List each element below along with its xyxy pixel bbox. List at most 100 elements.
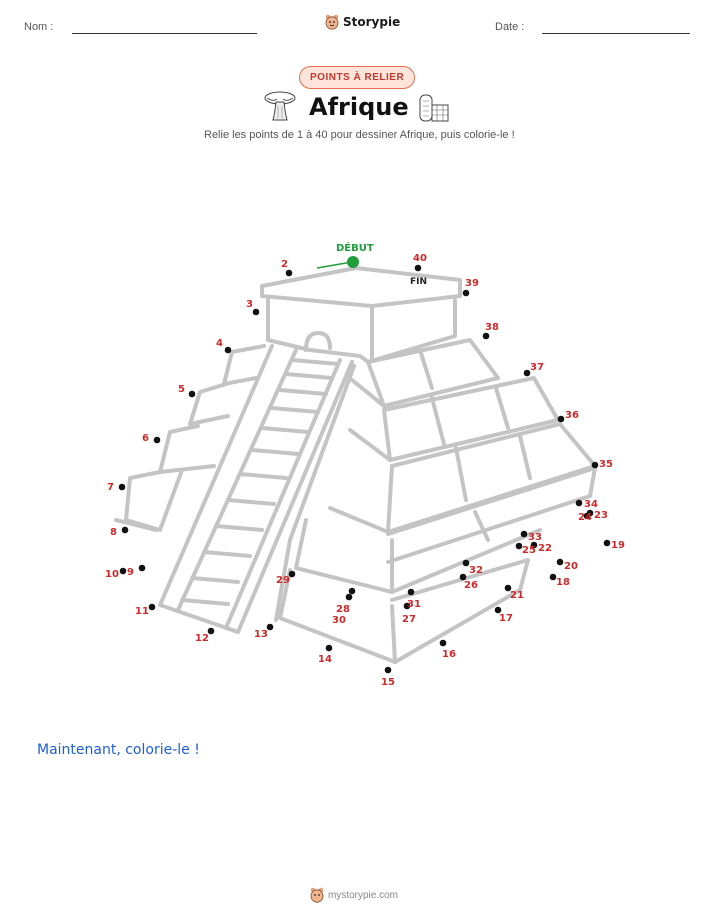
dot-14: 14: [318, 644, 333, 665]
dot-13-point[interactable]: [266, 623, 274, 631]
dot-13-label: 13: [254, 629, 268, 640]
dot-4: 4: [216, 338, 232, 354]
dot-30-point[interactable]: [348, 587, 356, 595]
dot-35-point[interactable]: [591, 461, 599, 469]
dot-36-point[interactable]: [557, 415, 565, 423]
dot-29: 29: [276, 570, 296, 586]
dot-17: 17: [494, 606, 513, 624]
dot-22: 22: [530, 541, 552, 554]
dot-33-point[interactable]: [520, 530, 528, 538]
dot-32: 32: [462, 559, 483, 576]
page-title: Afrique: [309, 93, 409, 121]
dot-36: 36: [557, 410, 579, 423]
dot-33-label: 33: [528, 532, 542, 543]
name-line[interactable]: [72, 33, 257, 34]
date-line[interactable]: [542, 33, 690, 34]
dot-27-point[interactable]: [403, 602, 411, 610]
dot-11: 11: [135, 603, 156, 617]
storypie-mascot-icon: [310, 887, 324, 903]
color-prompt: Maintenant, colorie-le !: [37, 742, 200, 758]
dot-21-point[interactable]: [504, 584, 512, 592]
pyramid-outline: [114, 266, 597, 664]
dot-24-label: 24: [578, 512, 592, 523]
dot-21-label: 21: [510, 590, 524, 601]
dot-28-point[interactable]: [345, 593, 353, 601]
dot-6-label: 6: [142, 433, 149, 444]
brand-name: Storypie: [343, 15, 401, 29]
dot-3-point[interactable]: [252, 308, 260, 316]
dot-22-point[interactable]: [530, 541, 538, 549]
dot-15-point[interactable]: [384, 666, 392, 674]
baobab-tree-icon: [264, 91, 296, 121]
dot-14-point[interactable]: [325, 644, 333, 652]
dot-17-point[interactable]: [494, 606, 502, 614]
dot-11-label: 11: [135, 606, 149, 617]
dot-9-point[interactable]: [138, 564, 146, 572]
dot-27: 27: [402, 602, 416, 625]
dot-3: 3: [246, 299, 260, 316]
dot-15: 15: [381, 666, 395, 688]
dot-29-point[interactable]: [288, 570, 296, 578]
dot-35: 35: [591, 459, 613, 470]
dot-29-label: 29: [276, 575, 290, 586]
dot-37-point[interactable]: [523, 369, 531, 377]
dot-38-label: 38: [485, 322, 499, 333]
dot-11-point[interactable]: [148, 603, 156, 611]
dot-2-label: 2: [281, 259, 288, 270]
start-line: [316, 261, 353, 269]
dot-20-point[interactable]: [556, 558, 564, 566]
dot-12-label: 12: [195, 633, 209, 644]
dot-21: 21: [504, 584, 524, 601]
storypie-mascot-icon: [325, 14, 339, 30]
dot-27-label: 27: [402, 614, 416, 625]
dot-22-label: 22: [538, 543, 552, 554]
dot-18-point[interactable]: [549, 573, 557, 581]
dot-37: 37: [523, 362, 544, 377]
dot-19-point[interactable]: [603, 539, 611, 547]
dot-37-label: 37: [530, 362, 544, 373]
dot-32-point[interactable]: [462, 559, 470, 567]
dot-8-point[interactable]: [121, 526, 129, 534]
dot-34-point[interactable]: [575, 499, 583, 507]
dot-33: 33: [520, 530, 542, 543]
footer: mystorypie.com: [310, 887, 398, 903]
dot-26-point[interactable]: [459, 573, 467, 581]
footer-url[interactable]: mystorypie.com: [328, 889, 399, 901]
dot-5-point[interactable]: [188, 390, 196, 398]
dot-31-point[interactable]: [407, 588, 415, 596]
dot-10-point[interactable]: [119, 567, 127, 575]
end-label: FIN: [410, 277, 427, 287]
dot-24-point[interactable]: [583, 512, 591, 520]
dot-7-label: 7: [107, 482, 114, 493]
dot-25: 25: [515, 542, 536, 556]
dot-3-label: 3: [246, 299, 253, 310]
dot-40-point[interactable]: [414, 264, 422, 272]
dot-9: 9: [127, 564, 146, 578]
dot-26-label: 26: [464, 580, 478, 591]
dot-31: 31: [407, 588, 421, 610]
dot-2-point[interactable]: [285, 269, 293, 277]
dot-24: 24: [578, 512, 592, 523]
dot-7-point[interactable]: [118, 483, 126, 491]
dot-5-label: 5: [178, 384, 185, 395]
dot-15-label: 15: [381, 677, 395, 688]
dot-16-point[interactable]: [439, 639, 447, 647]
dot-4-point[interactable]: [224, 346, 232, 354]
dot-20: 20: [556, 558, 578, 572]
dot-35-label: 35: [599, 459, 613, 470]
dot-34: 34: [575, 499, 598, 510]
dot-39-point[interactable]: [462, 289, 470, 297]
dot-8-label: 8: [110, 527, 117, 538]
start-label: DÉBUT: [336, 241, 374, 254]
dot-30-label: 30: [332, 615, 346, 626]
dot-12: 12: [195, 627, 215, 644]
dot-39-label: 39: [465, 278, 479, 289]
dot-14-label: 14: [318, 654, 332, 665]
dot-6-point[interactable]: [153, 436, 161, 444]
dot-12-point[interactable]: [207, 627, 215, 635]
activity-badge: POINTS À RELIER: [299, 66, 416, 89]
dot-25-point[interactable]: [515, 542, 523, 550]
dot-38-point[interactable]: [482, 332, 490, 340]
dot-39: 39: [462, 278, 479, 297]
start-dot[interactable]: [347, 256, 359, 268]
